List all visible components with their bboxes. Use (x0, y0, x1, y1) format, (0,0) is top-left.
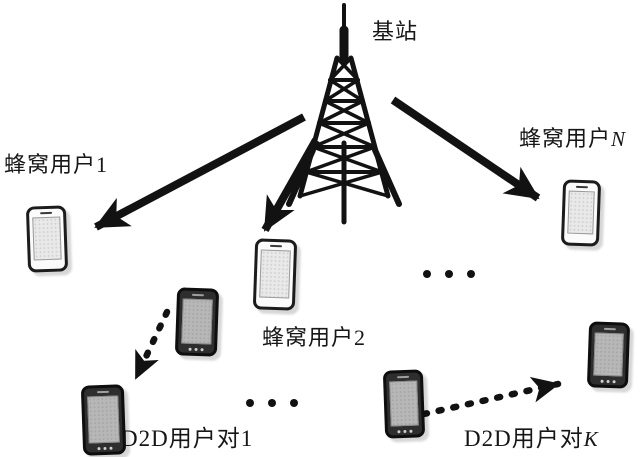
phone-buttons (600, 379, 616, 384)
ellipsis-icon (246, 399, 298, 407)
cellular-userN-label: 蜂窝用户N (519, 126, 627, 151)
phone-buttons (397, 429, 413, 434)
d2d-pairK-rx-phone-icon (586, 321, 631, 389)
phone-speaker (575, 185, 588, 189)
phone-screen (32, 216, 62, 261)
phone-screen (87, 395, 120, 444)
phone-screen (593, 332, 624, 377)
phone-screen (567, 190, 595, 235)
phone-speaker (191, 293, 204, 297)
phone-speaker (269, 244, 283, 248)
phone-speaker (96, 390, 109, 394)
cellular-user2-phone-icon (252, 238, 298, 311)
d2d-pair1-rx-phone-icon (80, 384, 127, 456)
d2d-pairK-tx-phone-icon (382, 369, 426, 439)
d2d-pair1-label: D2D用户对1 (121, 426, 254, 451)
phone-screen (181, 298, 213, 345)
phone-speaker (603, 327, 616, 331)
cellular-user1-label: 蜂窝用户1 (4, 152, 109, 177)
phone-screen (259, 249, 291, 299)
phone-buttons (188, 347, 204, 352)
base-station-label: 基站 (372, 19, 419, 44)
cellular-userN-phone-icon (560, 179, 602, 247)
d2d-pair1-tx-phone-icon (174, 287, 220, 357)
downlink-arrow-icon (94, 96, 541, 232)
phone-screen (389, 380, 419, 427)
phone-speaker (397, 375, 410, 379)
d2d-link-arrow-icon (132, 308, 562, 418)
cellular-user2-label: 蜂窝用户2 (262, 325, 367, 350)
cellular-user1-phone-icon (25, 205, 69, 273)
ellipsis-icon (423, 270, 475, 278)
d2d-pairK-label: D2D用户对K (464, 426, 599, 451)
phone-buttons (96, 446, 113, 451)
phone-speaker (40, 211, 53, 215)
